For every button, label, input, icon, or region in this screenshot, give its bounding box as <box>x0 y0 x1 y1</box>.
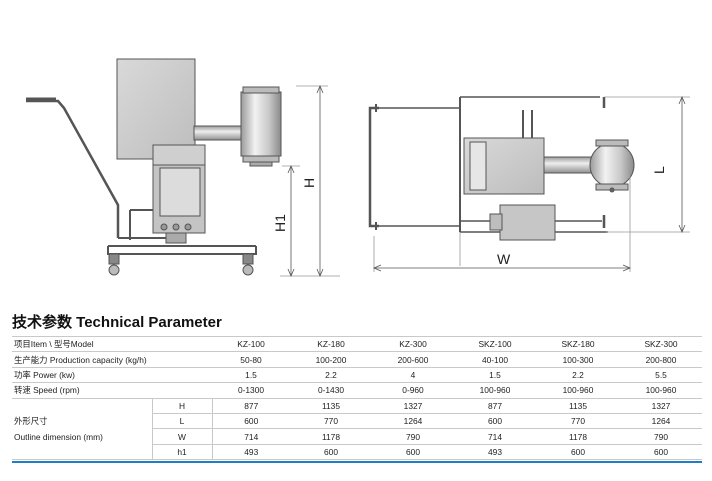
table-cell: 790 <box>620 428 702 445</box>
table-cell: 790 <box>372 428 454 445</box>
dim-label-w: W <box>497 251 511 267</box>
table-cell: 1178 <box>536 428 620 445</box>
table-cell: 100-960 <box>536 382 620 399</box>
table-cell: 200-600 <box>372 351 454 368</box>
table-cell: 0-960 <box>372 382 454 399</box>
table-cell: 4 <box>372 367 454 384</box>
outline-label-spacer <box>12 444 152 461</box>
dim-name-cell: L <box>151 413 212 430</box>
outline-label-cn: 外形尺寸 <box>14 416 48 427</box>
table-cell: 200-800 <box>620 351 702 368</box>
model-cell: KZ-100 <box>212 335 290 353</box>
table-cell: 600 <box>372 444 454 461</box>
table-row: H 877 1135 1327 877 1135 1327 <box>12 398 702 414</box>
table-row: Outline dimension (mm) W 714 1178 790 71… <box>12 428 702 445</box>
table-row: 外形尺寸 L 600 770 1264 600 770 1264 <box>12 413 702 430</box>
table-cell: 877 <box>454 398 536 414</box>
technical-parameter-table: 项目Item \ 型号Model KZ-100 KZ-180 KZ-300 SK… <box>12 335 702 461</box>
dim-label-l: L <box>651 166 667 174</box>
table-header-row: 项目Item \ 型号Model KZ-100 KZ-180 KZ-300 SK… <box>12 335 702 353</box>
accent-bottom-bar <box>12 461 702 463</box>
table-cell: 0-1300 <box>212 382 290 399</box>
model-cell: KZ-180 <box>290 335 372 353</box>
side-view <box>26 58 340 278</box>
table-cell: 714 <box>454 428 536 445</box>
table-row: 生产能力 Production capacity (kg/h) 50-80 10… <box>12 351 702 368</box>
dim-name-cell: H <box>151 398 212 414</box>
dim-label-h: H <box>301 178 317 188</box>
table-cell: 770 <box>536 413 620 430</box>
model-cell: SKZ-300 <box>620 335 702 353</box>
model-cell: KZ-300 <box>372 335 454 353</box>
section-title: 技术参数 Technical Parameter <box>12 314 222 331</box>
table-cell: 1135 <box>536 398 620 414</box>
table-cell: 1.5 <box>212 367 290 384</box>
table-cell: 1264 <box>372 413 454 430</box>
table-cell: 714 <box>211 428 290 445</box>
header-label: 项目Item \ 型号Model <box>12 335 212 353</box>
table-cell: 1327 <box>620 398 702 414</box>
row-label-capacity: 生产能力 Production capacity (kg/h) <box>12 351 212 368</box>
dim-name-cell: W <box>151 428 212 445</box>
table-cell: 1.5 <box>454 367 536 384</box>
table-cell: 877 <box>211 398 290 414</box>
outline-label-spacer <box>12 398 152 413</box>
table-cell: 600 <box>536 444 620 461</box>
table-cell: 600 <box>211 413 290 430</box>
table-cell: 600 <box>290 444 372 461</box>
model-cell: SKZ-180 <box>536 335 620 353</box>
table-cell: 493 <box>211 444 290 461</box>
table-row: 功率 Power (kw) 1.5 2.2 4 1.5 2.2 5.5 <box>12 367 702 384</box>
table-cell: 100-960 <box>454 382 536 399</box>
table-cell: 1264 <box>620 413 702 430</box>
table-cell: 2.2 <box>536 367 620 384</box>
table-cell: 2.2 <box>290 367 372 384</box>
table-cell: 100-200 <box>290 351 372 368</box>
table-cell: 100-300 <box>536 351 620 368</box>
row-label-power: 功率 Power (kw) <box>12 367 212 384</box>
table-cell: 50-80 <box>212 351 290 368</box>
table-cell: 600 <box>454 413 536 430</box>
outline-label-en: Outline dimension (mm) <box>14 431 103 442</box>
table-row: h1 493 600 600 493 600 600 <box>12 444 702 461</box>
machine-drawing: H H1 <box>26 58 690 278</box>
table-cell: 770 <box>290 413 372 430</box>
table-cell: 40-100 <box>454 351 536 368</box>
row-label-speed: 转速 Speed (rpm) <box>12 382 212 399</box>
table-cell: 1178 <box>290 428 372 445</box>
table-cell: 1135 <box>290 398 372 414</box>
table-cell: 100-960 <box>620 382 702 399</box>
model-cell: SKZ-100 <box>454 335 536 353</box>
table-cell: 0-1430 <box>290 382 372 399</box>
dim-label-h1: H1 <box>272 214 288 232</box>
top-view <box>368 95 690 272</box>
table-cell: 5.5 <box>620 367 702 384</box>
dim-name-cell: h1 <box>151 444 212 461</box>
table-cell: 600 <box>620 444 702 461</box>
table-row: 转速 Speed (rpm) 0-1300 0-1430 0-960 100-9… <box>12 382 702 399</box>
table-cell: 1327 <box>372 398 454 414</box>
table-cell: 493 <box>454 444 536 461</box>
